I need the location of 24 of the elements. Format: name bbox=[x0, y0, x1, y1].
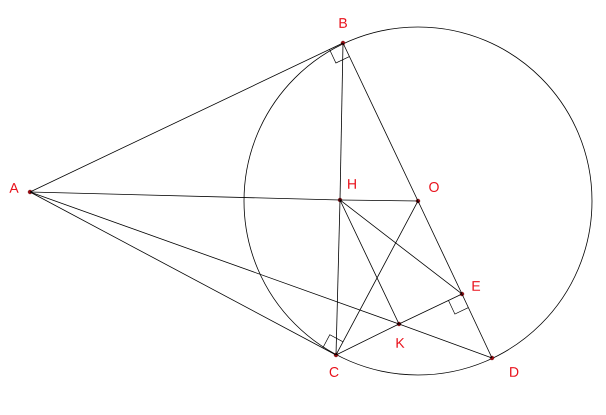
point-label: K bbox=[396, 338, 405, 348]
point-label: H bbox=[348, 179, 356, 189]
line-segment bbox=[342, 42, 418, 202]
line-segment bbox=[336, 324, 400, 356]
line-segment bbox=[340, 42, 344, 200]
line-segment bbox=[398, 294, 462, 324]
line-segment bbox=[340, 200, 462, 294]
line-segment bbox=[336, 200, 418, 356]
line-segment bbox=[336, 200, 340, 356]
point-label: D bbox=[510, 367, 518, 377]
line-segment bbox=[340, 200, 418, 202]
line-segment bbox=[30, 192, 336, 356]
point-label: O bbox=[429, 182, 439, 192]
line-segment bbox=[462, 294, 492, 358]
line-segment bbox=[30, 192, 340, 200]
line-segment bbox=[340, 200, 400, 324]
point-label: E bbox=[472, 281, 480, 291]
line-segment bbox=[418, 200, 462, 294]
point-label: A bbox=[9, 183, 19, 193]
line-segment bbox=[30, 42, 344, 192]
point-label: B bbox=[339, 18, 347, 28]
line-segment bbox=[30, 192, 400, 324]
point-label: C bbox=[330, 367, 339, 377]
line-segment bbox=[398, 324, 492, 358]
